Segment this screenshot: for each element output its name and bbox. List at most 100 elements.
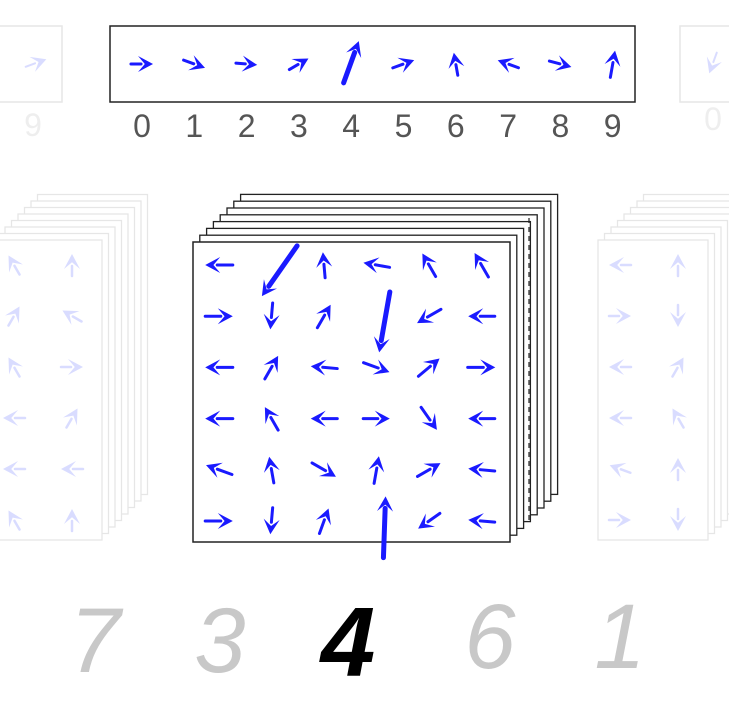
capsule-vector-icon: [474, 253, 490, 279]
capsule-vector-icon: [310, 359, 339, 376]
class-label: 0: [133, 108, 151, 144]
class-label: 2: [238, 108, 256, 144]
class-capsule-frame: [109, 25, 636, 103]
faded-capsule-stack-right: [597, 193, 729, 541]
capsule-vector-icon: [361, 410, 390, 427]
capsule-vector-icon: [368, 456, 385, 485]
capsule-vector-icon: [316, 252, 333, 280]
capsule-vector-icon: [203, 308, 233, 325]
class-vector-8-icon: [547, 55, 572, 71]
class-vector-4-icon: [341, 41, 362, 86]
faded-capsule-vector-icon: [3, 461, 27, 477]
faded-class-vectors-right: [706, 51, 722, 74]
class-vector-7-icon: [497, 57, 520, 73]
faded-capsule-vectors-left: [3, 254, 85, 533]
faded-class-vector-icon: [706, 51, 722, 74]
capsule-vector-icon: [205, 410, 235, 427]
faded-capsule-vector-icon: [3, 410, 27, 426]
faded-capsule-vectors-right: [607, 254, 687, 531]
primary-capsule-vectors: [203, 243, 497, 561]
capsule-vector-icon: [468, 410, 497, 427]
primary-capsule-stack: [192, 193, 559, 561]
capsule-vector-icon: [263, 506, 280, 535]
input-digit-image[interactable]: 1: [594, 586, 645, 688]
capsule-vector-icon: [417, 307, 443, 324]
faded-capsule-vector-icon: [5, 306, 20, 327]
capsule-vector-icon: [363, 257, 392, 274]
capsule-vector-icon: [310, 461, 336, 477]
capsule-vector-icon: [415, 463, 441, 478]
capsule-vector-icon: [416, 358, 440, 378]
faded-capsule-vector-icon: [609, 410, 633, 426]
faded-capsule-vector-icon: [670, 458, 686, 482]
faded-class-label-left: 9: [24, 107, 42, 143]
input-digit-image[interactable]: 7: [69, 590, 123, 692]
faded-capsule-vector-icon: [61, 461, 85, 477]
faded-capsule-vector-icon: [8, 510, 23, 531]
capsule-vector-icon: [362, 359, 390, 375]
faded-capsule-vector-icon: [670, 303, 686, 327]
primary-capsule-front-layer: [192, 241, 511, 543]
class-vector-6-icon: [448, 52, 465, 77]
capsule-vector-icon: [422, 253, 438, 279]
faded-class-box-left: 9: [0, 25, 63, 143]
faded-capsule-vector-icon: [8, 357, 23, 378]
faded-capsule-vector-icon: [669, 357, 684, 378]
class-vector-0-icon: [129, 56, 154, 72]
faded-capsule-vector-icon: [64, 509, 80, 533]
faded-class-frame-right: [679, 25, 729, 103]
capsule-vector-icon: [315, 508, 331, 535]
capsule-vector-icon: [203, 513, 233, 529]
capsule-vector-icon: [206, 462, 234, 478]
faded-class-box-right: 0: [679, 25, 729, 137]
capsule-vector-icon: [310, 410, 339, 427]
capsule-vector-icon: [263, 301, 280, 330]
capsule-vector-icon: [418, 511, 442, 529]
input-digit-image-active[interactable]: 4: [319, 587, 376, 697]
capsule-vector-icon: [263, 355, 279, 381]
capsule-vector-icon: [263, 456, 280, 485]
class-label: 3: [290, 108, 308, 144]
input-digit-image[interactable]: 6: [464, 586, 516, 688]
faded-class-frame-left: [0, 25, 63, 103]
class-vector-1-icon: [182, 55, 206, 71]
faded-capsule-vector-icon: [59, 359, 83, 375]
capsule-vector-icon: [468, 513, 497, 530]
capsule-vector-icon: [315, 304, 331, 330]
faded-class-vector-icon: [24, 56, 47, 72]
input-digit-image[interactable]: 3: [194, 590, 245, 692]
faded-class-vectors-left: [24, 56, 47, 72]
capsule-vector-icon: [419, 405, 437, 430]
class-label: 5: [395, 108, 413, 144]
faded-capsule-vector-icon: [609, 257, 633, 273]
faded-class-label-right: 0: [704, 101, 722, 137]
class-label: 9: [604, 108, 622, 144]
faded-capsule-vector-icon: [670, 507, 686, 531]
faded-capsule-layer: [597, 239, 709, 541]
faded-capsule-vector-icon: [670, 254, 686, 278]
capsule-vector-icon: [205, 359, 235, 376]
input-digit-strip: 7 3 4 6 1: [69, 586, 645, 697]
class-label: 4: [342, 108, 360, 144]
class-label: 1: [185, 108, 203, 144]
class-label: 7: [499, 108, 517, 144]
faded-capsule-vector-icon: [607, 512, 631, 528]
faded-capsule-layer: [0, 239, 103, 541]
faded-capsule-vector-icon: [62, 310, 83, 325]
capsule-vector-icon: [468, 308, 497, 325]
class-label: 8: [552, 108, 570, 144]
class-vector-5-icon: [391, 57, 415, 73]
capsule-vector-icon: [205, 257, 235, 273]
class-vector-3-icon: [287, 58, 309, 73]
capsule-vector-icon: [377, 496, 394, 561]
faded-capsule-vector-icon: [672, 408, 687, 429]
class-vector-2-icon: [234, 55, 258, 72]
capsule-vector-icon: [264, 407, 280, 432]
faded-capsule-stack-left: [0, 193, 149, 541]
capsule-vector-icon: [373, 289, 393, 353]
capsule-vector-icon: [261, 243, 300, 297]
faded-capsule-vector-icon: [8, 255, 23, 276]
